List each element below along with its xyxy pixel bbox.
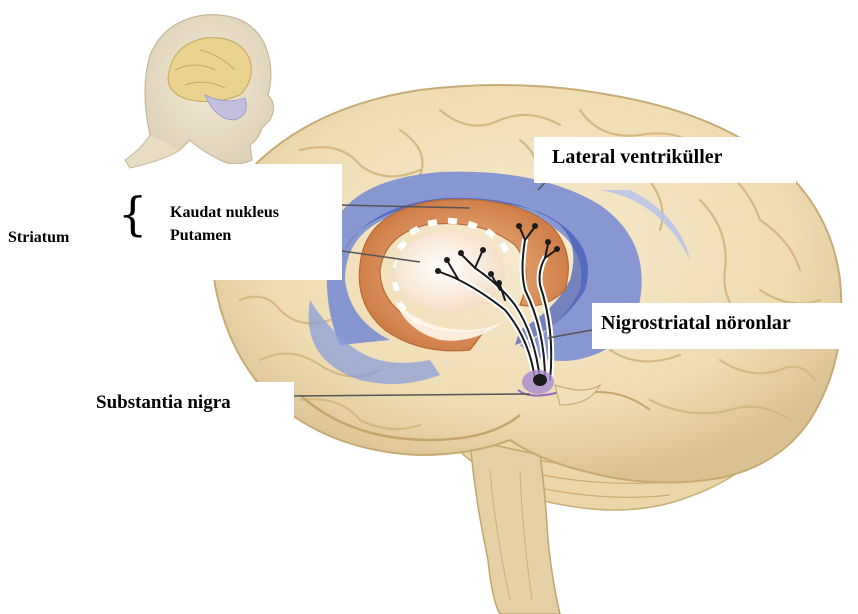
caudate-nucleus-label: Kaudat nukleus xyxy=(170,204,279,222)
lateral-ventricles-label: Lateral ventriküller xyxy=(552,146,723,169)
substantia-nigra-label: Substantia nigra xyxy=(96,392,231,414)
striatum-parts-label-box xyxy=(150,164,342,280)
striatum-label: Striatum xyxy=(8,229,69,247)
putamen-label: Putamen xyxy=(170,227,231,245)
striatum-brace: { xyxy=(118,191,147,237)
nigrostriatal-neurons-label: Nigrostriatal nöronlar xyxy=(601,312,791,335)
head-thumbnail xyxy=(125,15,274,168)
